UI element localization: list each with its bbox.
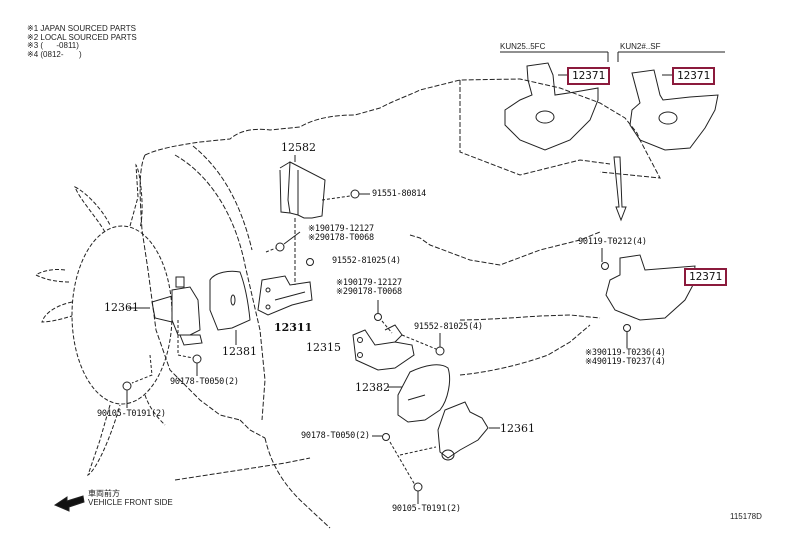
part-link-90119-T0236[interactable]: ※390119-T0236(4) — [585, 348, 666, 358]
vehicle-front-indicator: 車両前方 VEHICLE FRONT SIDE — [88, 489, 173, 507]
bolt-drawing — [435, 346, 445, 356]
part-link-12371-installed[interactable]: 12371 — [684, 268, 728, 286]
vehicle-front-label-jp: 車両前方 — [88, 489, 120, 498]
part-link-12311[interactable]: 12311 — [274, 321, 313, 334]
variant-label-left: KUN25..5FC — [500, 42, 546, 51]
bracket-12311-drawing — [257, 275, 313, 316]
right-fasteners — [372, 433, 437, 504]
engine-mount-12361-left-drawing — [128, 276, 203, 346]
nut-drawing — [265, 231, 301, 253]
cooling-fan — [35, 163, 173, 477]
heat-insulator-drawing — [279, 155, 326, 219]
down-arrow-icon — [613, 156, 627, 222]
part-link-12361-right[interactable]: 12361 — [500, 422, 535, 435]
legend-item: ※1 JAPAN SOURCED PARTS — [27, 24, 136, 33]
part-link-12381[interactable]: 12381 — [222, 345, 257, 358]
legend: ※1 JAPAN SOURCED PARTS ※2 LOCAL SOURCED … — [27, 24, 137, 59]
insulator-12382-drawing — [387, 364, 451, 423]
legend-item: ※4 (0812- ) — [27, 49, 82, 59]
part-link-90178-T0068-mid[interactable]: ※290178-T0068 — [336, 287, 402, 297]
legend-item: ※3 ( -0811) — [27, 41, 79, 51]
part-link-91552-81025-mid[interactable]: 91552-81025(4) — [414, 322, 483, 332]
insulator-12381-drawing — [209, 270, 251, 345]
part-link-90178-T0050-right[interactable]: 90178-T0050(2) — [301, 431, 370, 441]
part-link-90105-T0191-right[interactable]: 90105-T0191(2) — [392, 504, 461, 514]
part-link-90179-12127[interactable]: ※190179-12127 — [308, 224, 374, 234]
bracket-12315-drawing — [352, 324, 415, 371]
vehicle-front-arrow-icon — [53, 495, 85, 512]
part-link-91552-81025-top[interactable]: 91552-81025(4) — [332, 256, 401, 266]
bolt-head-drawing — [306, 258, 314, 266]
mount-variant-left-drawing — [500, 51, 609, 151]
part-link-12371-variant-right[interactable]: 12371 — [672, 67, 716, 85]
part-link-90178-T0050-left[interactable]: 90178-T0050(2) — [170, 377, 239, 387]
variant-label-right: KUN2#..SF — [620, 42, 661, 51]
part-link-91551-80814[interactable]: 91551-80814 — [372, 189, 427, 199]
part-link-90119-T0237[interactable]: ※490119-T0237(4) — [585, 357, 666, 367]
legend-item: ※2 LOCAL SOURCED PARTS — [27, 32, 137, 42]
part-link-90105-T0191-left[interactable]: 90105-T0191(2) — [97, 409, 166, 419]
diagram-code: 115178D — [730, 512, 762, 521]
engine-mount-12361-right-drawing — [437, 401, 500, 461]
part-link-90119-T0212[interactable]: 90119-T0212(4) — [578, 237, 647, 247]
part-link-12582[interactable]: 12582 — [281, 141, 316, 154]
nut-drawing — [374, 313, 382, 321]
mount-variant-right-drawing — [617, 51, 725, 151]
part-link-12361-left[interactable]: 12361 — [104, 301, 139, 314]
vehicle-front-label-en: VEHICLE FRONT SIDE — [88, 498, 173, 507]
part-link-90178-T0068[interactable]: ※290178-T0068 — [308, 233, 374, 243]
part-link-90179-12127-mid[interactable]: ※190179-12127 — [336, 278, 402, 288]
bolt-91551-drawing — [321, 189, 370, 201]
left-fasteners — [122, 320, 202, 408]
part-link-12371-variant-left[interactable]: 12371 — [567, 67, 611, 85]
engine-outline — [139, 78, 661, 529]
mount-12371-installed-drawing — [601, 248, 696, 348]
part-link-12315[interactable]: 12315 — [306, 341, 341, 354]
part-link-12382[interactable]: 12382 — [355, 381, 390, 394]
